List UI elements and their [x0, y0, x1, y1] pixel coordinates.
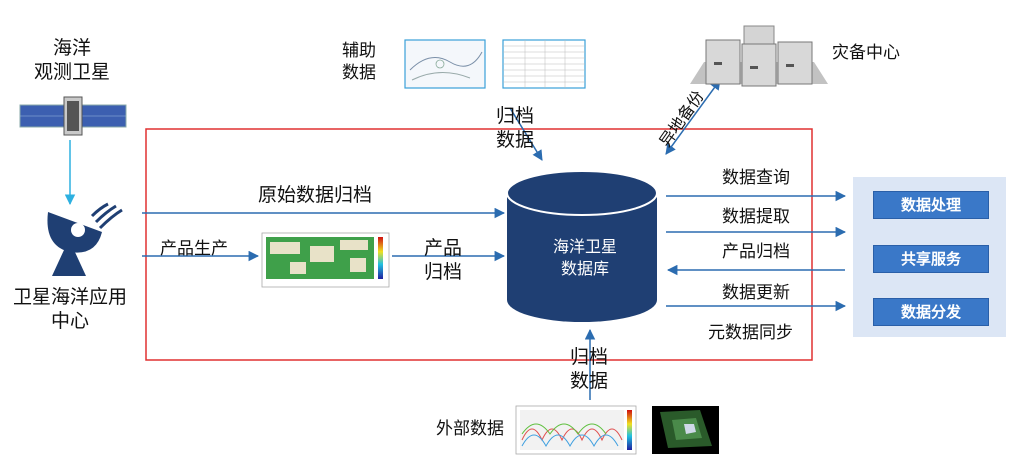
flow-label-metadata-sync: 元数据同步 [708, 323, 793, 343]
flow-label-extract: 数据提取 [722, 207, 790, 227]
data-distribution-button[interactable]: 数据分发 [873, 298, 989, 326]
flow-label-update: 数据更新 [722, 283, 790, 303]
center-label-line1: 卫星海洋应用 [12, 286, 127, 308]
aux-table-thumbnail [502, 39, 586, 89]
data-processing-button[interactable]: 数据处理 [873, 191, 989, 219]
disaster-recovery-center-label: 灾备中心 [832, 43, 900, 63]
flow-label-product-archive: 产品归档 [722, 242, 790, 262]
product-map-thumbnail [261, 232, 390, 288]
external-archive-label: 归档 数据 [566, 345, 612, 393]
center-label-line2: 中心 [50, 310, 89, 332]
flow-label-query: 数据查询 [722, 168, 790, 188]
remote-backup-arrow [665, 79, 721, 155]
sharing-service-button[interactable]: 共享服务 [873, 245, 989, 273]
product-archive-label-line1: 产品 [423, 237, 462, 259]
satellite-icon [19, 96, 127, 136]
aux-data-label-line2: 数据 [342, 63, 376, 83]
satellite-label-line1: 海洋 [52, 37, 91, 59]
product-archive-label: 产品 归档 [418, 236, 468, 284]
database-label-line1: 海洋卫星 [552, 237, 617, 256]
satellite-label: 海洋 观测卫星 [22, 36, 122, 84]
database-cylinder [506, 170, 658, 322]
external-satellite-image-thumbnail [652, 406, 719, 454]
system-frame [145, 128, 813, 361]
database-label-line2: 数据库 [560, 259, 609, 278]
ocean-satellite-database-label: 海洋卫星 数据库 [522, 236, 648, 280]
aux-archive-arrow [509, 107, 543, 161]
external-data-label: 外部数据 [436, 419, 504, 439]
raw-data-archive-label: 原始数据归档 [258, 184, 373, 206]
application-center-label: 卫星海洋应用 中心 [4, 285, 136, 333]
satellite-dish-icon [47, 202, 123, 276]
product-production-label: 产品生产 [160, 239, 228, 259]
satellite-label-line2: 观测卫星 [33, 61, 110, 83]
aux-archive-label-line1: 归档 [495, 105, 534, 127]
external-map-thumbnail [515, 405, 637, 455]
server-cluster-icon [690, 25, 828, 87]
aux-archive-label-line2: 数据 [495, 129, 534, 151]
product-archive-label-line2: 归档 [423, 261, 462, 283]
aux-data-label-line1: 辅助 [342, 41, 376, 61]
external-archive-label-line1: 归档 [569, 346, 608, 368]
aux-archive-label: 归档 数据 [492, 104, 538, 152]
external-archive-label-line2: 数据 [569, 370, 608, 392]
aux-data-label: 辅助 数据 [336, 40, 382, 84]
aux-map-thumbnail [404, 39, 486, 89]
